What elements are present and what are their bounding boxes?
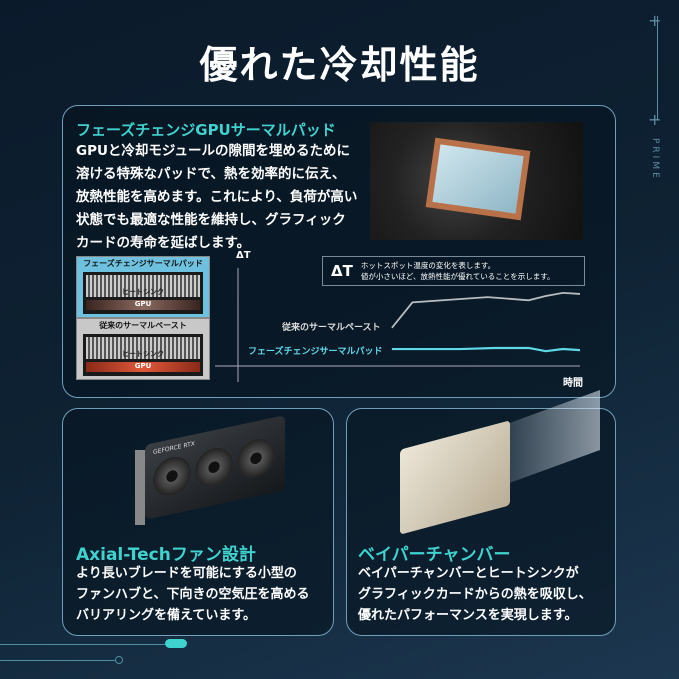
diagram-label: フェーズチェンジサーマルパッド — [83, 259, 203, 268]
plus-icon: + — [648, 110, 662, 129]
page-title: 優れた冷却性能 — [199, 43, 480, 87]
plus-icon: + — [648, 11, 662, 30]
fan-icon — [195, 444, 233, 491]
fan-description: より長いブレードを可能にする小型の ファンハブと、下向きの空気圧を高める バリア… — [76, 563, 309, 626]
y-axis-label: ΔT — [236, 250, 251, 261]
thermal-pad-heading: フェーズチェンジGPUサーマルパッド — [76, 121, 336, 139]
series-line-thermal-paste — [391, 291, 581, 329]
series-label-paste: 従来のサーマルペースト — [282, 323, 381, 333]
diagram-label: 従来のサーマルペースト — [99, 321, 187, 330]
text-line: バリアリングを備えています。 — [76, 608, 257, 623]
gpu-label: GPU — [86, 300, 200, 310]
note-line: ホットスポット温度の変化を表します。 — [360, 261, 496, 270]
text-line: 放熱性能を高めます。これにより、負荷が高い — [76, 189, 358, 205]
text-line: より長いブレードを可能にする小型の — [76, 566, 297, 581]
thermal-paste-diagram: 従来のサーマルペースト ヒートシンク GPU — [76, 318, 210, 380]
x-axis-label: 時間 — [563, 378, 583, 389]
text-line: 優れたパフォーマンスを実現します。 — [358, 608, 578, 623]
text-line: GPUと冷却モジュールの隙間を埋めるために — [76, 143, 350, 159]
text-line: 状態でも最適な性能を維持し、グラフィック — [76, 212, 346, 228]
delta-t-note: ΔT ホットスポット温度の変化を表します。 値が小さいほど、放熱性能が優れている… — [322, 256, 585, 286]
series-label-pad: フェーズチェンジサーマルパッド — [248, 347, 383, 357]
decor-line — [0, 660, 115, 661]
text-line: グラフィックカードからの熱を吸収し、 — [358, 587, 592, 602]
vapor-chamber-image — [380, 389, 610, 535]
gpu-label: GPU — [86, 362, 200, 372]
heatsink-label: ヒートシンク — [86, 275, 200, 297]
decor-pill — [165, 639, 187, 648]
thermal-pad-diagram: フェーズチェンジサーマルパッド ヒートシンク GPU — [76, 256, 210, 318]
fan-icon — [153, 453, 191, 500]
fan-icon — [237, 435, 275, 482]
gpu-die-photo — [370, 122, 583, 240]
graphics-card-image: GEFORCE RTX — [135, 415, 285, 525]
decor-line — [0, 644, 165, 645]
thermal-pad-description: GPUと冷却モジュールの隙間を埋めるために 溶ける特殊なパッドで、熱を効率的に伝… — [76, 140, 357, 255]
decor-line-right — [657, 16, 658, 120]
decor-circle — [115, 656, 123, 664]
brand-vertical: PRIME — [650, 138, 660, 181]
series-line-thermal-pad — [391, 346, 581, 353]
text-line: ベイパーチャンバーとヒートシンクが — [358, 566, 579, 581]
heatsink-label: ヒートシンク — [86, 337, 200, 359]
card-brand-text: GEFORCE RTX — [153, 440, 195, 457]
text-line: ファンハブと、下向きの空気圧を高める — [76, 587, 310, 602]
delta-t-symbol: ΔT — [331, 262, 353, 280]
vapor-chamber-description: ベイパーチャンバーとヒートシンクが グラフィックカードからの熱を吸収し、 優れた… — [358, 563, 592, 626]
vapor-chamber-heading: ベイパーチャンバー — [358, 545, 511, 565]
text-line: カードの寿命を延ばします。 — [76, 235, 251, 251]
text-line: 溶ける特殊なパッドで、熱を効率的に伝え、 — [76, 166, 346, 182]
note-line: 値が小さいほど、放熱性能が優れていることを示します。 — [360, 272, 555, 281]
fan-heading: Axial-Techファン設計 — [76, 545, 256, 565]
